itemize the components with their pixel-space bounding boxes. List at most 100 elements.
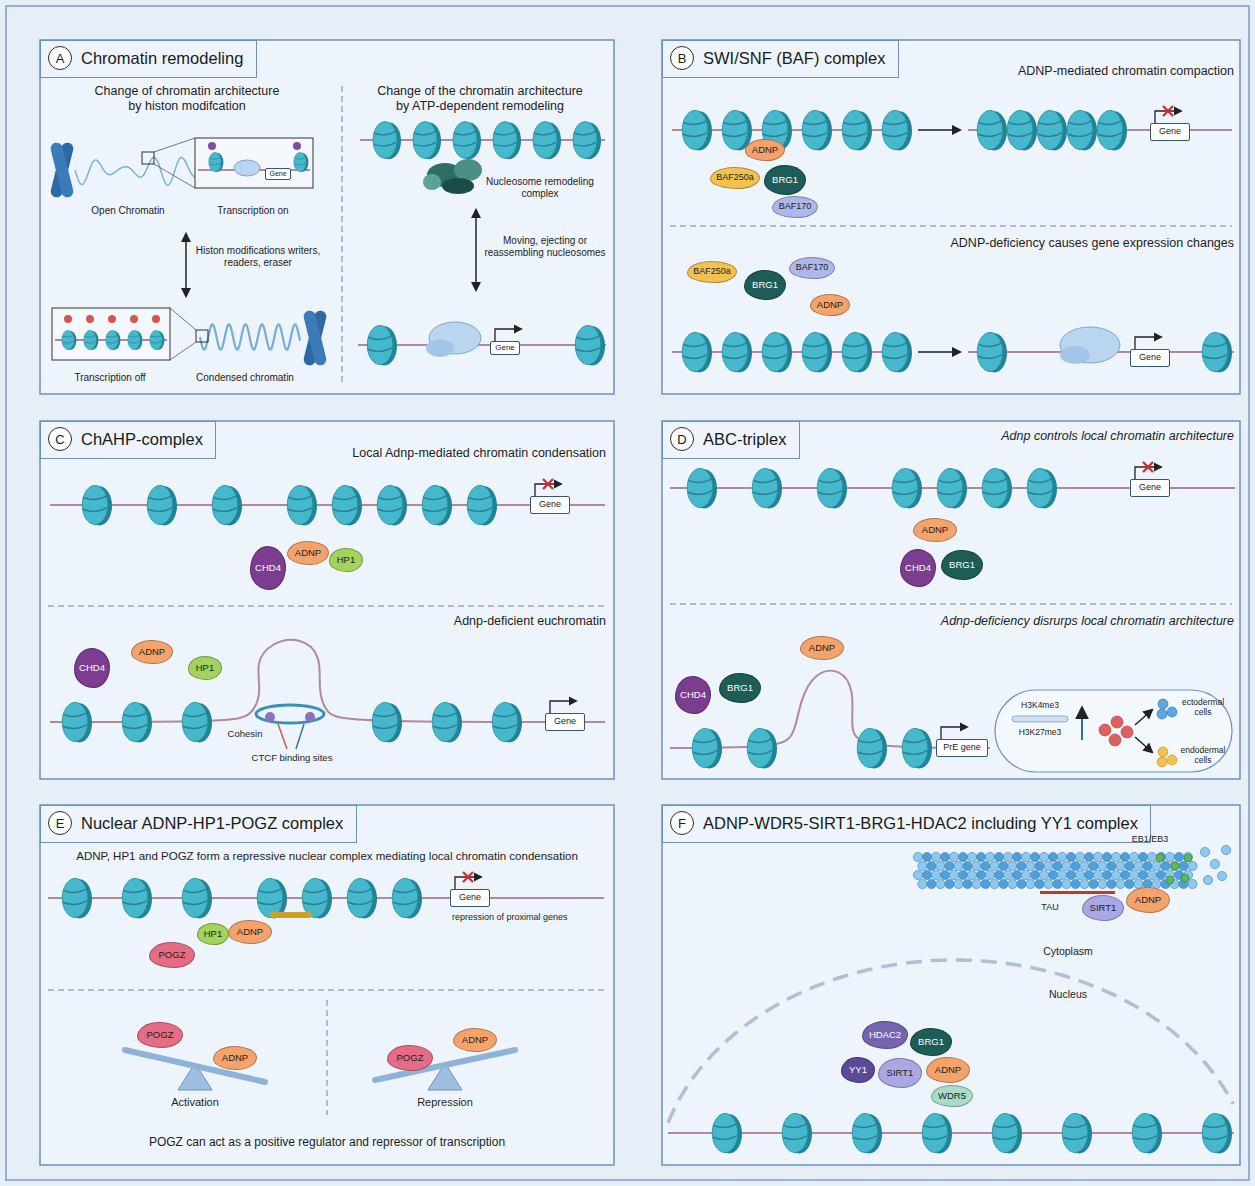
nucleosome-face — [467, 485, 493, 524]
tubulin — [1071, 879, 1080, 888]
nucleosome — [82, 485, 112, 525]
nucleosome — [892, 468, 922, 508]
protein-label: ADNP — [222, 1053, 248, 1063]
protein-blob: WDR5 — [931, 1085, 973, 1107]
nucleosome — [573, 122, 601, 160]
dna-wrap — [763, 121, 787, 137]
tubulin — [1138, 870, 1147, 879]
eb-protein — [1156, 854, 1164, 862]
open-chromatin — [75, 157, 195, 185]
annotation: H3K4me3 — [1021, 700, 1059, 710]
nucleosome-face — [392, 878, 418, 917]
gene-label: PrE gene — [943, 743, 981, 753]
tubulin — [1170, 861, 1179, 870]
panel: SWI/SNF (BAF) complexBBAF250aADNPBRG1BAF… — [662, 40, 1240, 394]
tubulin — [1179, 861, 1188, 870]
annotation: Adnp controls local chromatin architectu… — [1001, 429, 1234, 444]
tubulin — [1093, 852, 1102, 861]
annotation: Adnp-deficiency disrurps local chromatin… — [941, 614, 1234, 629]
transcription-arrow — [941, 727, 967, 739]
nucleosome-face — [332, 485, 358, 524]
protein-label: ADNP — [922, 525, 948, 535]
protein-label: ADNP — [817, 300, 843, 310]
dna-wrap — [414, 131, 436, 146]
panel-letter-text: C — [55, 432, 64, 447]
protein-label: CHD4 — [79, 663, 105, 673]
block-cross — [1163, 106, 1173, 116]
gene-box: Gene — [490, 341, 520, 355]
zoom-line — [154, 138, 195, 188]
dna-wrap — [148, 496, 172, 512]
nucleosome-face — [128, 330, 141, 349]
tubulin — [913, 852, 922, 861]
nucleosome — [762, 332, 792, 372]
nucleosome — [882, 332, 912, 372]
annotation: Condensed chromatin — [196, 372, 294, 384]
dna-wrap — [294, 157, 306, 165]
nucleosome-face — [372, 702, 398, 741]
stem-cell — [1099, 724, 1111, 736]
nucleosome — [782, 1113, 812, 1153]
tubulin — [1026, 879, 1035, 888]
protein-blob: CHD4 — [250, 546, 286, 590]
protein-label: BRG1 — [727, 683, 753, 693]
dna-wrap — [106, 335, 118, 343]
tubulin — [1084, 870, 1093, 879]
panel-letter-text: E — [56, 816, 65, 831]
nucleosome-face — [1067, 110, 1093, 149]
tubulin — [1062, 861, 1071, 870]
tubulin — [1188, 879, 1197, 888]
nucleosome — [377, 485, 407, 525]
dna-wrap — [713, 1124, 737, 1140]
nucleosome — [882, 110, 912, 150]
nucleosome — [575, 325, 605, 365]
chromosome — [302, 309, 327, 366]
inset — [195, 138, 313, 188]
dna-wrap — [748, 739, 772, 755]
protein-blob: BRG1 — [744, 270, 786, 300]
page-frame — [6, 6, 1249, 1180]
tubulin — [1125, 879, 1134, 888]
dna-wrap — [128, 335, 140, 343]
panel-frame — [40, 421, 614, 779]
tubulin — [1102, 870, 1111, 879]
nucleosome — [533, 122, 561, 160]
protein-label: SIRT1 — [1090, 903, 1117, 913]
nucleosome — [287, 485, 317, 525]
annotation: ADNP, HP1 and POGZ form a repressive nuc… — [44, 850, 610, 864]
nucleosome — [977, 332, 1007, 372]
tubulin — [976, 852, 985, 861]
chromatid — [49, 141, 74, 198]
nucleosome — [106, 330, 121, 350]
ctcf-site — [305, 712, 315, 722]
tubulin — [1080, 879, 1089, 888]
tubulin — [1035, 879, 1044, 888]
tubulin — [1080, 861, 1089, 870]
nucleosome-face — [762, 332, 788, 371]
nucleosome-face — [1007, 110, 1033, 149]
nucleosome-face — [1027, 468, 1053, 507]
tubulin — [1089, 861, 1098, 870]
panel-letter-text: D — [677, 432, 686, 447]
tubulin — [1098, 879, 1107, 888]
nucleosome — [937, 468, 967, 508]
nucleosome-face — [373, 122, 397, 159]
panel-frame — [40, 805, 614, 1165]
dna-wrap — [374, 131, 396, 146]
tubulin — [1147, 870, 1156, 879]
annotation: Cytoplasm — [1043, 945, 1093, 958]
tubulin — [1030, 852, 1039, 861]
nucleosome-face — [493, 122, 517, 159]
protein-label: BAF170 — [779, 202, 812, 212]
tubulin — [1120, 870, 1129, 879]
dna-wrap — [843, 343, 867, 359]
dna-wrap — [753, 479, 777, 495]
nucleosome-face — [182, 878, 208, 917]
dna-wrap — [1203, 343, 1227, 359]
tubulin — [958, 870, 967, 879]
gene-box: Gene — [530, 496, 570, 514]
nucleosome-face — [722, 332, 748, 371]
divider — [326, 1000, 328, 1115]
